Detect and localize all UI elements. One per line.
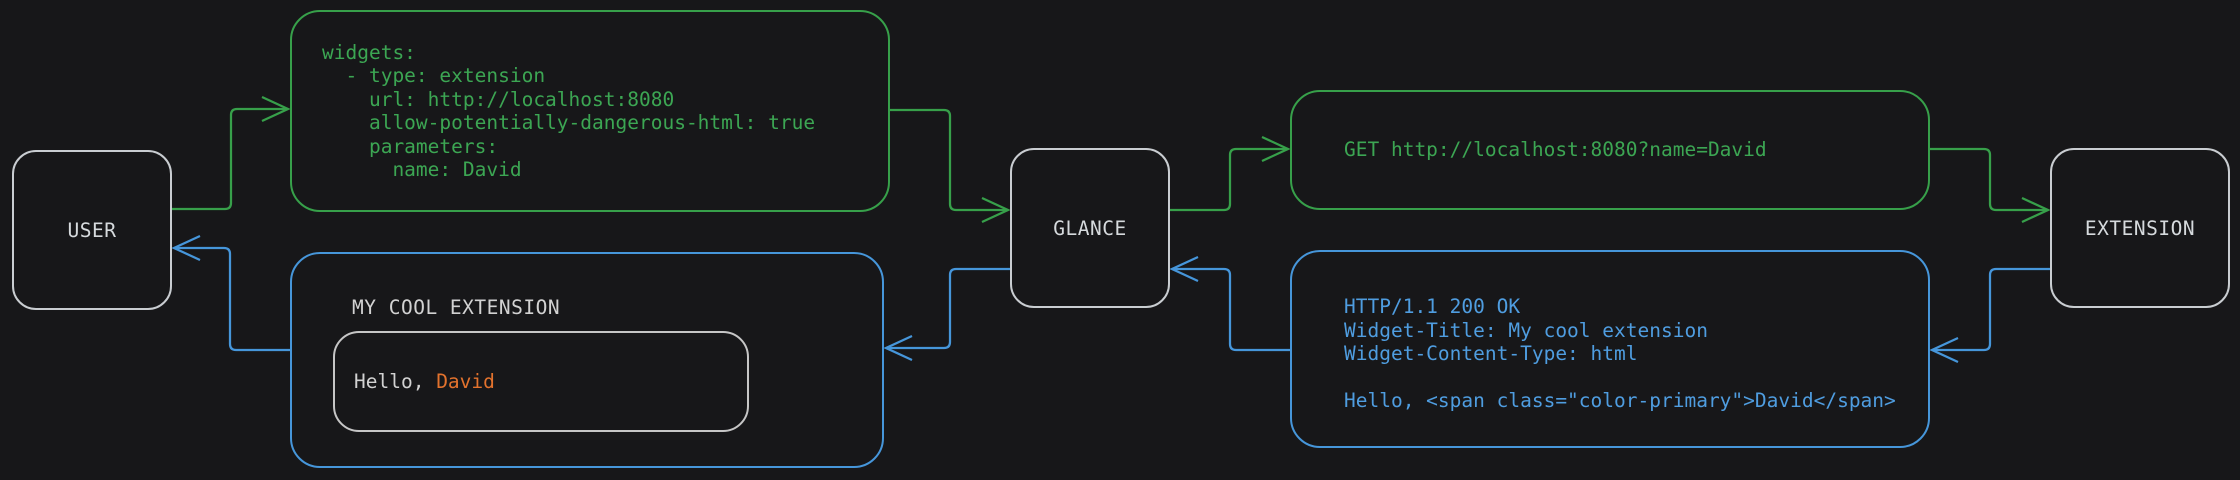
- arrow-glance-to-request: [1170, 135, 1291, 212]
- arrow-config-to-glance: [888, 108, 1011, 224]
- widget-title: MY COOL EXTENSION: [352, 296, 561, 319]
- config-yaml-code: widgets: - type: extension url: http://l…: [322, 40, 816, 182]
- glance-node: GLANCE: [1010, 148, 1170, 308]
- widget-greeting: Hello, David: [354, 369, 495, 393]
- arrow-glance-to-widget: [883, 267, 1010, 362]
- user-node: USER: [12, 150, 172, 310]
- http-response-box: HTTP/1.1 200 OK Widget-Title: My cool ex…: [1290, 250, 1930, 448]
- user-node-label: USER: [67, 218, 117, 242]
- http-response-text: HTTP/1.1 200 OK Widget-Title: My cool ex…: [1344, 295, 1896, 413]
- arrow-widget-to-user: [171, 234, 290, 352]
- glance-node-label: GLANCE: [1053, 216, 1127, 240]
- rendered-widget-box: MY COOL EXTENSION Hello, David: [290, 252, 884, 468]
- http-request-text: GET http://localhost:8080?name=David: [1344, 138, 1767, 162]
- config-yaml-box: widgets: - type: extension url: http://l…: [290, 10, 890, 212]
- arrow-user-to-config: [172, 95, 291, 211]
- extension-node-label: EXTENSION: [2084, 216, 2196, 240]
- arrow-response-to-glance: [1169, 255, 1290, 352]
- extension-node: EXTENSION: [2050, 148, 2230, 308]
- widget-content-box: Hello, David: [333, 331, 749, 432]
- arrow-request-to-extension: [1930, 147, 2051, 224]
- http-request-box: GET http://localhost:8080?name=David: [1290, 90, 1930, 210]
- arrow-extension-to-response: [1929, 267, 2050, 364]
